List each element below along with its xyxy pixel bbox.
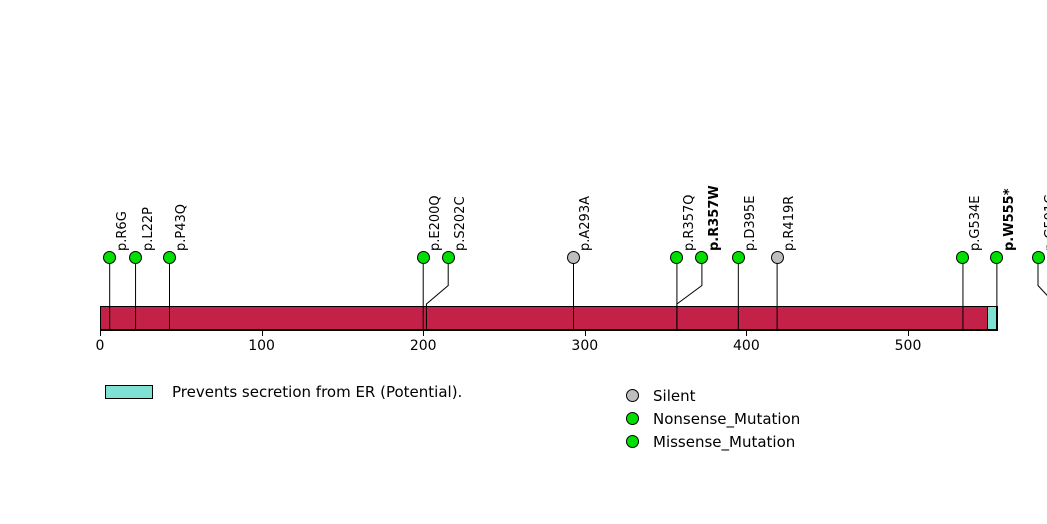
lollipop-head-pW555[interactable] (990, 250, 1004, 264)
lollipop-head-pP43Q[interactable] (162, 250, 176, 264)
lollipop-label-pL22P: p.L22P (140, 206, 156, 251)
legend-domain-label: Prevents secretion from ER (Potential). (172, 383, 463, 401)
x-tick-400 (746, 330, 748, 336)
lollipop-label-pS202C: p.S202C (453, 196, 469, 251)
lollipop-head-pR6G[interactable] (103, 250, 117, 264)
lollipop-head-pR357Q[interactable] (670, 250, 684, 264)
legend-label-silent: Silent (653, 387, 696, 405)
lollipop-label-pR6G: p.R6G (114, 211, 130, 251)
lollipop-label-pA293A: p.A293A (578, 196, 594, 251)
x-tick-500 (908, 330, 909, 336)
x-tick-label-200: 200 (409, 338, 437, 354)
lollipop-head-pG591C[interactable] (1031, 250, 1045, 264)
x-tick-label-500: 500 (894, 338, 922, 354)
x-tick-300 (584, 330, 586, 336)
x-tick-label-0: 0 (95, 338, 105, 354)
x-tick-100 (261, 330, 263, 336)
lollipop-head-pG534E[interactable] (956, 250, 970, 264)
lollipop-head-pD395E[interactable] (731, 250, 745, 264)
legend-label-missense_mutation: Missense_Mutation (653, 433, 796, 451)
legend-label-nonsense_mutation: Nonsense_Mutation (653, 410, 801, 428)
legend-dot-nonsense_mutation (626, 412, 639, 425)
legend-dot-missense_mutation (626, 435, 639, 448)
x-tick-label-400: 400 (733, 338, 760, 354)
lollipop-label-pE200Q: p.E200Q (428, 195, 444, 251)
lollipop-head-pS202C[interactable] (441, 250, 455, 264)
lollipop-label-pD395E: p.D395E (743, 195, 759, 251)
lollipop-head-pR357W[interactable] (695, 250, 709, 264)
lollipop-head-pA293A[interactable] (566, 250, 580, 264)
lollipop-stem (1037, 263, 1047, 296)
lollipop-head-pL22P[interactable] (129, 250, 143, 264)
x-axis-line (100, 330, 999, 331)
lollipop-head-pE200Q[interactable] (416, 250, 430, 264)
x-tick-200 (423, 330, 425, 336)
x-tick-label-100: 100 (248, 338, 275, 354)
lollipop-label-pP43Q: p.P43Q (174, 204, 190, 251)
lollipop-label-pG534E: p.G534E (967, 195, 983, 252)
legend-domain-swatch (105, 385, 153, 399)
lollipop-label-pR357W: p.R357W (706, 185, 722, 251)
legend-dot-silent (626, 389, 639, 402)
protein-bar (100, 306, 999, 330)
lollipop-label-pW555: p.W555* (1001, 188, 1017, 251)
lollipop-label-pR357Q: p.R357Q (681, 194, 697, 251)
lollipop-label-pG591C: p.G591C (1043, 194, 1047, 251)
lollipop-head-pR419R[interactable] (770, 250, 784, 264)
domain-block-prevents-secretion-from-er[interactable] (987, 306, 997, 330)
x-tick-label-300: 300 (571, 338, 599, 354)
x-tick-0 (100, 330, 101, 336)
lollipop-label-pR419R: p.R419R (782, 195, 798, 251)
